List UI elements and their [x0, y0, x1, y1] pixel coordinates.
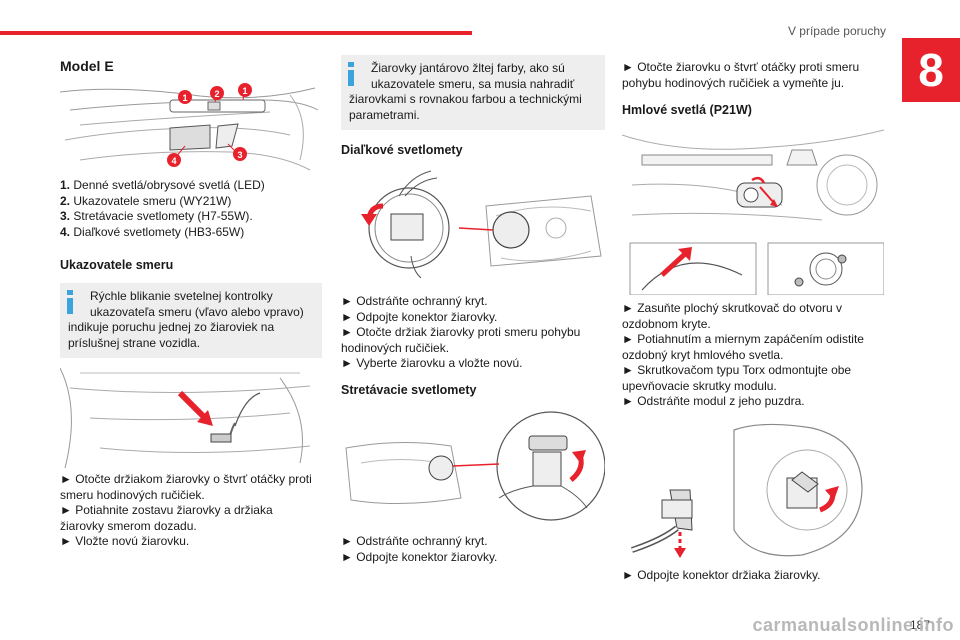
high-beam-steps: ► Odstráňte ochranný kryt. ► Odpojte kon…	[341, 294, 581, 370]
section-heading-low-beam: Stretávacie svetlomety	[341, 383, 477, 397]
fog-light-steps: ► Zasuňte plochý skrutkovač do otvoru v …	[622, 301, 864, 408]
section-heading-high-beam: Diaľkové svetlomety	[341, 143, 463, 157]
high-beam-figure	[341, 166, 605, 288]
headlight-overview-figure: 1 2 1 4 3	[60, 80, 322, 175]
list-item: 2. Ukazovatele smeru (WY21W)	[60, 193, 232, 208]
watermark-logo: carmanualsonline.info	[752, 615, 954, 635]
info-box-amber-bulbs: Žiarovky jantárovo žltej farby, ako sú u…	[341, 55, 605, 130]
callout-badge-2: 2	[210, 86, 224, 100]
page-number: 187	[909, 618, 930, 632]
chapter-title: V prípade poruchy	[787, 24, 886, 38]
svg-text:1: 1	[242, 86, 247, 96]
fog-light-module-figure	[622, 420, 884, 560]
fog-light-steps-final: ► Odpojte konektor držiaka žiarovky.	[622, 568, 821, 582]
list-item: 4. Diaľkové svetlomety (HB3-65W)	[60, 224, 245, 239]
callout-badge-4: 4	[167, 153, 181, 167]
section-heading-fog: Hmlové svetlá (P21W)	[622, 103, 752, 117]
list-item: 1. Denné svetlá/obrysové svetlá (LED)	[60, 178, 265, 192]
bulb-list: 1. Denné svetlá/obrysové svetlá (LED) 2.…	[60, 178, 322, 240]
info-icon	[67, 290, 73, 314]
low-beam-figure	[341, 408, 605, 526]
fog-light-figure	[622, 125, 884, 295]
indicator-steps: ► Otočte držiakom žiarovky o štvrť otáčk…	[60, 472, 312, 548]
model-title: Model E	[60, 58, 114, 74]
header-accent-bar	[0, 31, 472, 35]
indicator-bulb-figure	[60, 368, 322, 468]
chapter-number: 8	[918, 44, 944, 96]
callout-badge-1b: 1	[238, 83, 252, 97]
callout-badge-1a: 1	[178, 90, 192, 104]
low-beam-steps: ► Odstráňte ochranný kryt. ► Odpojte kon…	[341, 534, 498, 564]
low-beam-steps-continued: ► Otočte žiarovku o štvrť otáčky proti s…	[622, 60, 860, 90]
list-item: 3. Stretávacie svetlomety (H7-55W).	[60, 209, 253, 223]
section-heading-indicators: Ukazovatele smeru	[60, 258, 174, 272]
callout-badge-3: 3	[233, 147, 247, 161]
svg-text:3: 3	[237, 150, 242, 160]
info-box-indicators: Rýchle blikanie svetelnej kontrolky ukaz…	[60, 283, 322, 358]
info-icon	[348, 62, 354, 86]
svg-text:1: 1	[182, 93, 187, 103]
chapter-number-box	[902, 38, 960, 102]
svg-text:4: 4	[171, 156, 176, 166]
svg-text:2: 2	[214, 89, 219, 99]
